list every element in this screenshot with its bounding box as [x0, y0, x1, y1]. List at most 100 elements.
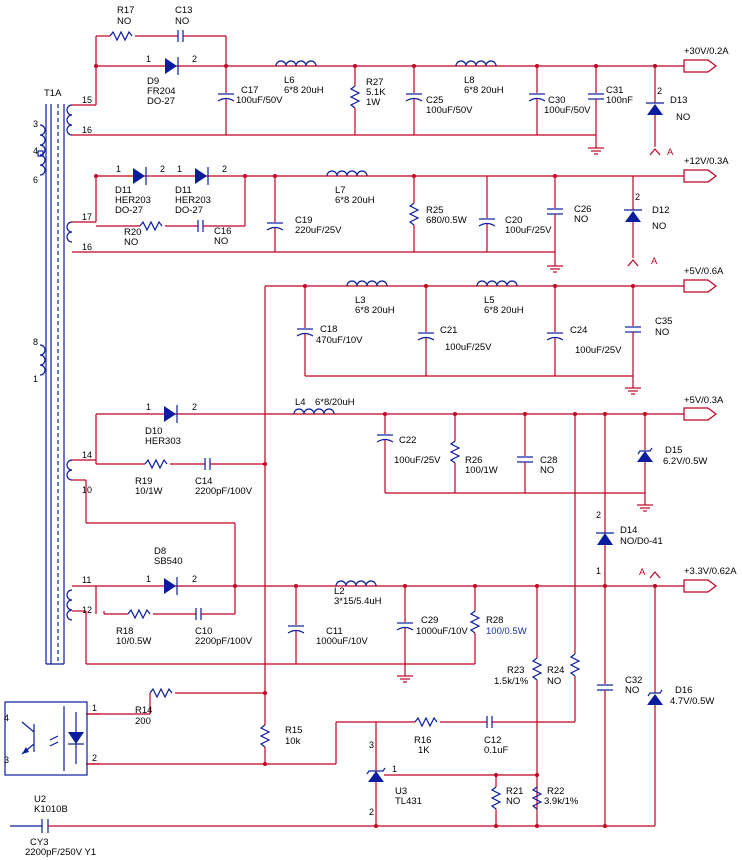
- ground-icon: [547, 265, 563, 273]
- u3-tl431-icon: [368, 771, 384, 782]
- d11a-pkg: DO-27: [115, 205, 143, 216]
- d11b-pkg: DO-27: [175, 205, 203, 216]
- c20-val: 100uF/25V: [505, 225, 552, 236]
- r16-resistor: [414, 716, 438, 728]
- u3-pin1: 1: [392, 764, 397, 774]
- sec-winding-30v: [66, 104, 73, 136]
- u2-body: [4, 701, 88, 776]
- d11a-ref: D11: [115, 185, 132, 196]
- pin-16a: 16: [82, 125, 92, 135]
- c24-ref: C24: [570, 325, 587, 336]
- d9-pin1: 1: [146, 54, 151, 64]
- r19-resistor: [144, 458, 168, 470]
- d8-ref: D8: [154, 546, 166, 557]
- cap-cy3: CY3 2200pF/250V Y1: [10, 819, 96, 858]
- c11-ref: C11: [326, 626, 343, 637]
- d8-val: SB540: [154, 556, 183, 567]
- r27-val: 5.1K: [366, 87, 386, 98]
- cy3-ref: CY3: [30, 837, 48, 848]
- d9-pkg: DO-27: [147, 96, 175, 107]
- c10-ref: C10: [195, 626, 212, 637]
- c13-ref: C13: [175, 5, 192, 16]
- u3-pin3: 3: [369, 740, 374, 750]
- u2-pin3: 3: [4, 755, 9, 765]
- rail-3v3: 11 12 1 2 D8 SB540 R18 10/0.5W C10 2200p…: [72, 480, 737, 683]
- c17-ref: C17: [241, 85, 258, 96]
- a-label-3v3: A: [639, 567, 646, 578]
- c12-val: 0.1uF: [484, 745, 508, 756]
- c35-ref: C35: [655, 316, 672, 327]
- r26-val: 100/1W: [465, 465, 498, 476]
- sec-winding-12v: [66, 221, 73, 243]
- d11a-pin1: 1: [116, 164, 121, 174]
- r15-resistor: [259, 724, 271, 748]
- output-port-5v-03a: [683, 407, 717, 421]
- r15-ref: R15: [285, 725, 302, 736]
- r23-resistor: [531, 657, 543, 681]
- l4-inductor: [293, 408, 335, 415]
- c32-ref: C32: [625, 675, 642, 686]
- l2-ref: L2: [334, 586, 345, 597]
- r17-val: NO: [117, 16, 131, 27]
- d16-ref: D16: [675, 685, 692, 696]
- c17-val: 100uF/50V: [236, 95, 283, 106]
- d10-diode-icon: [164, 406, 176, 422]
- r14-val: 200: [135, 716, 151, 727]
- a-marker-30v: [649, 148, 661, 156]
- c30-ref: C30: [548, 95, 565, 106]
- l6-val: 6*8 20uH: [284, 85, 324, 96]
- d9-val: FR204: [147, 86, 176, 97]
- pin-1: 1: [33, 374, 38, 384]
- pin-10: 10: [82, 485, 92, 495]
- d13-pin2: 2: [657, 86, 662, 96]
- d10-ref: D10: [145, 426, 162, 437]
- ground-icon: [588, 147, 604, 155]
- u2-light-arrows: [49, 735, 59, 747]
- d16-val: 4.7V/0.5W: [670, 696, 714, 707]
- r25-ref: R25: [426, 205, 443, 216]
- c26-val: NO: [574, 214, 588, 225]
- junction-dots: [94, 64, 657, 828]
- d11a-diode-icon: [133, 168, 145, 184]
- l7-ref: L7: [335, 185, 346, 196]
- c31-val: 100nF: [606, 95, 633, 106]
- d10-pin2: 2: [192, 402, 197, 412]
- c28-val: NO: [540, 465, 554, 476]
- pin-4: 4: [33, 146, 38, 156]
- u2-led-icon: [68, 732, 84, 744]
- pin-14: 14: [82, 450, 92, 460]
- d15-ref: D15: [665, 445, 682, 456]
- l6-ref: L6: [284, 75, 295, 86]
- c11-val: 1000uF/10V: [316, 636, 368, 647]
- l8-inductor: [455, 60, 497, 67]
- d16-zener-icon: [647, 694, 663, 705]
- c16-ref: C16: [214, 226, 231, 237]
- d8-pin2: 2: [192, 574, 197, 584]
- pin-6: 6: [33, 175, 38, 185]
- c10-val: 2200pF/100V: [195, 636, 253, 647]
- d14-ref: D14: [620, 525, 637, 536]
- d8-pin1: 1: [146, 574, 151, 584]
- c20-ref: C20: [505, 215, 522, 226]
- l7-inductor: [326, 170, 368, 177]
- pin-16b: 16: [82, 242, 92, 252]
- output-label-30v: +30V/0.2A: [684, 46, 729, 57]
- c18-val: 470uF/10V: [316, 335, 363, 346]
- r19-val: 10/1W: [135, 486, 162, 497]
- c24-val: 100uF/25V: [575, 345, 622, 356]
- u2-pin2: 2: [92, 753, 97, 763]
- d10-val: HER303: [145, 436, 181, 447]
- l4-ref: L4: [295, 397, 306, 408]
- r27-ref: R27: [366, 77, 383, 88]
- d13-val: NO: [676, 112, 690, 123]
- d14-pin1: 1: [596, 566, 601, 576]
- c14-ref: C14: [195, 476, 212, 487]
- u2-pin1: 1: [92, 703, 97, 713]
- c18-ref: C18: [320, 324, 337, 335]
- r22-ref: R22: [547, 786, 564, 797]
- c12-ref: C12: [484, 735, 501, 746]
- l4-val: 6*8/20uH: [315, 397, 355, 408]
- d11b-val: HER203: [175, 195, 211, 206]
- c19-ref: C19: [295, 215, 312, 226]
- u3-pin2: 2: [369, 807, 374, 817]
